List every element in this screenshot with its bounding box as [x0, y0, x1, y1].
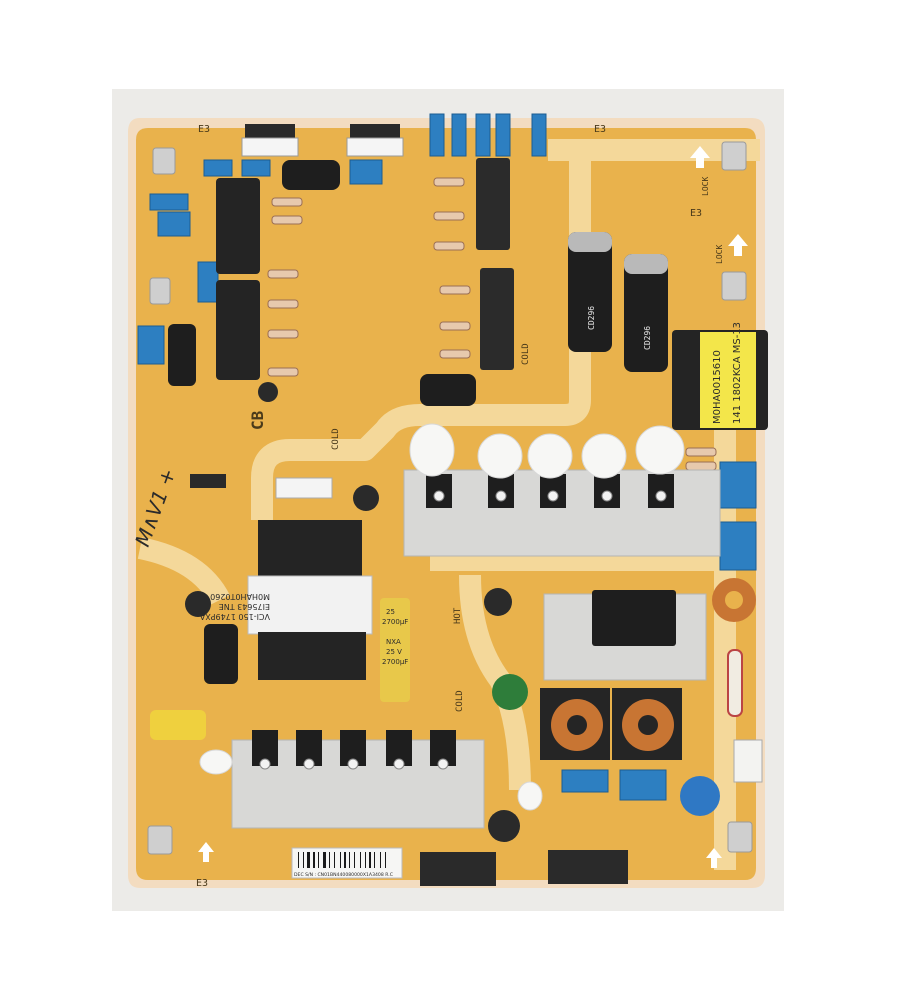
- barcode-sticker: [291, 847, 403, 879]
- barcode-bar: [318, 852, 319, 868]
- cold-mark-3: COLD: [455, 690, 465, 712]
- aux-transformer-label-2: 141 1802KCA MS-13: [732, 322, 743, 424]
- silicone-blobs: [199, 423, 685, 811]
- barcode-bar: [354, 852, 355, 868]
- yellow-caps: [150, 598, 410, 740]
- nxa-cap-rating-1: NXA: [386, 638, 401, 646]
- barcode-bar: [340, 852, 341, 868]
- barcode-bar: [349, 852, 350, 868]
- barcode-bar: [323, 852, 326, 868]
- big-cap-rating-2: CD296: [643, 326, 652, 350]
- barcode-bar: [380, 852, 381, 868]
- e3-mark-3: E3: [690, 208, 702, 219]
- lock-mark-1: LOCK: [701, 177, 710, 196]
- misc-components: [190, 474, 763, 816]
- cold-mark-1: COLD: [331, 428, 341, 450]
- aux-transformer-label-1: M0HA0015610: [712, 350, 723, 424]
- barcode-text: DEC S/N : CN01BN440080000X1A3408 R.C: [294, 872, 393, 878]
- box-capacitors: [137, 113, 757, 801]
- transformer-labels: M0HAH0T0260 EI75643 TNE VCI-150 1749PXA …: [199, 322, 743, 878]
- chokes: [216, 158, 514, 380]
- main-capacitors: [568, 232, 668, 372]
- barcode-bar: [329, 852, 330, 868]
- cold-mark-2: COLD: [521, 343, 531, 365]
- capacitor-ratings: 25 2700µF NXA 25 V 2700µF CD296 CD296: [382, 306, 652, 666]
- coils: [540, 578, 756, 760]
- aux-transformer: [672, 330, 768, 430]
- main-transformer-label-1: M0HAH0T0260: [210, 592, 270, 601]
- big-cap-rating-1: CD296: [587, 306, 596, 330]
- barcode-bar: [344, 852, 346, 868]
- barcode-bar: [385, 852, 386, 868]
- lock-mark-2: LOCK: [715, 245, 724, 264]
- resistors: [267, 177, 717, 471]
- transistors: [252, 474, 676, 766]
- bottom-connectors: [420, 850, 628, 886]
- top-connectors: [241, 124, 404, 157]
- barcode-bar: [369, 852, 371, 868]
- nxa-cap-rating-3: 2700µF: [382, 658, 408, 666]
- barcode-bar: [313, 852, 315, 868]
- e3-mark-4: E3: [196, 878, 208, 889]
- mounting-clips: [147, 141, 753, 855]
- screws: [259, 490, 667, 770]
- barcode-bar: [303, 852, 304, 868]
- main-transformer: [247, 520, 373, 680]
- hot-mark: HOT: [453, 607, 463, 624]
- nxa-cap-rating-2: 25 V: [386, 648, 402, 656]
- barcode-bar: [298, 852, 299, 868]
- e3-mark-1: E3: [198, 124, 210, 135]
- barcode-bar: [374, 852, 375, 868]
- small-caps: [168, 160, 520, 842]
- gold-cap-rating-2: 2700µF: [382, 618, 408, 626]
- main-transformer-label-3: VCI-150 1749PXA: [199, 612, 270, 621]
- cb-mark: CB: [248, 410, 267, 430]
- barcode-bar: [360, 852, 361, 868]
- arrow-marks: [198, 146, 748, 868]
- main-transformer-label-2: EI75643 TNE: [219, 602, 270, 611]
- barcode-bar: [307, 852, 310, 868]
- barcode-bar: [365, 852, 366, 868]
- gold-cap-rating-1: 25: [386, 608, 395, 616]
- barcode-bar: [334, 852, 335, 868]
- e3-mark-2: E3: [594, 124, 606, 135]
